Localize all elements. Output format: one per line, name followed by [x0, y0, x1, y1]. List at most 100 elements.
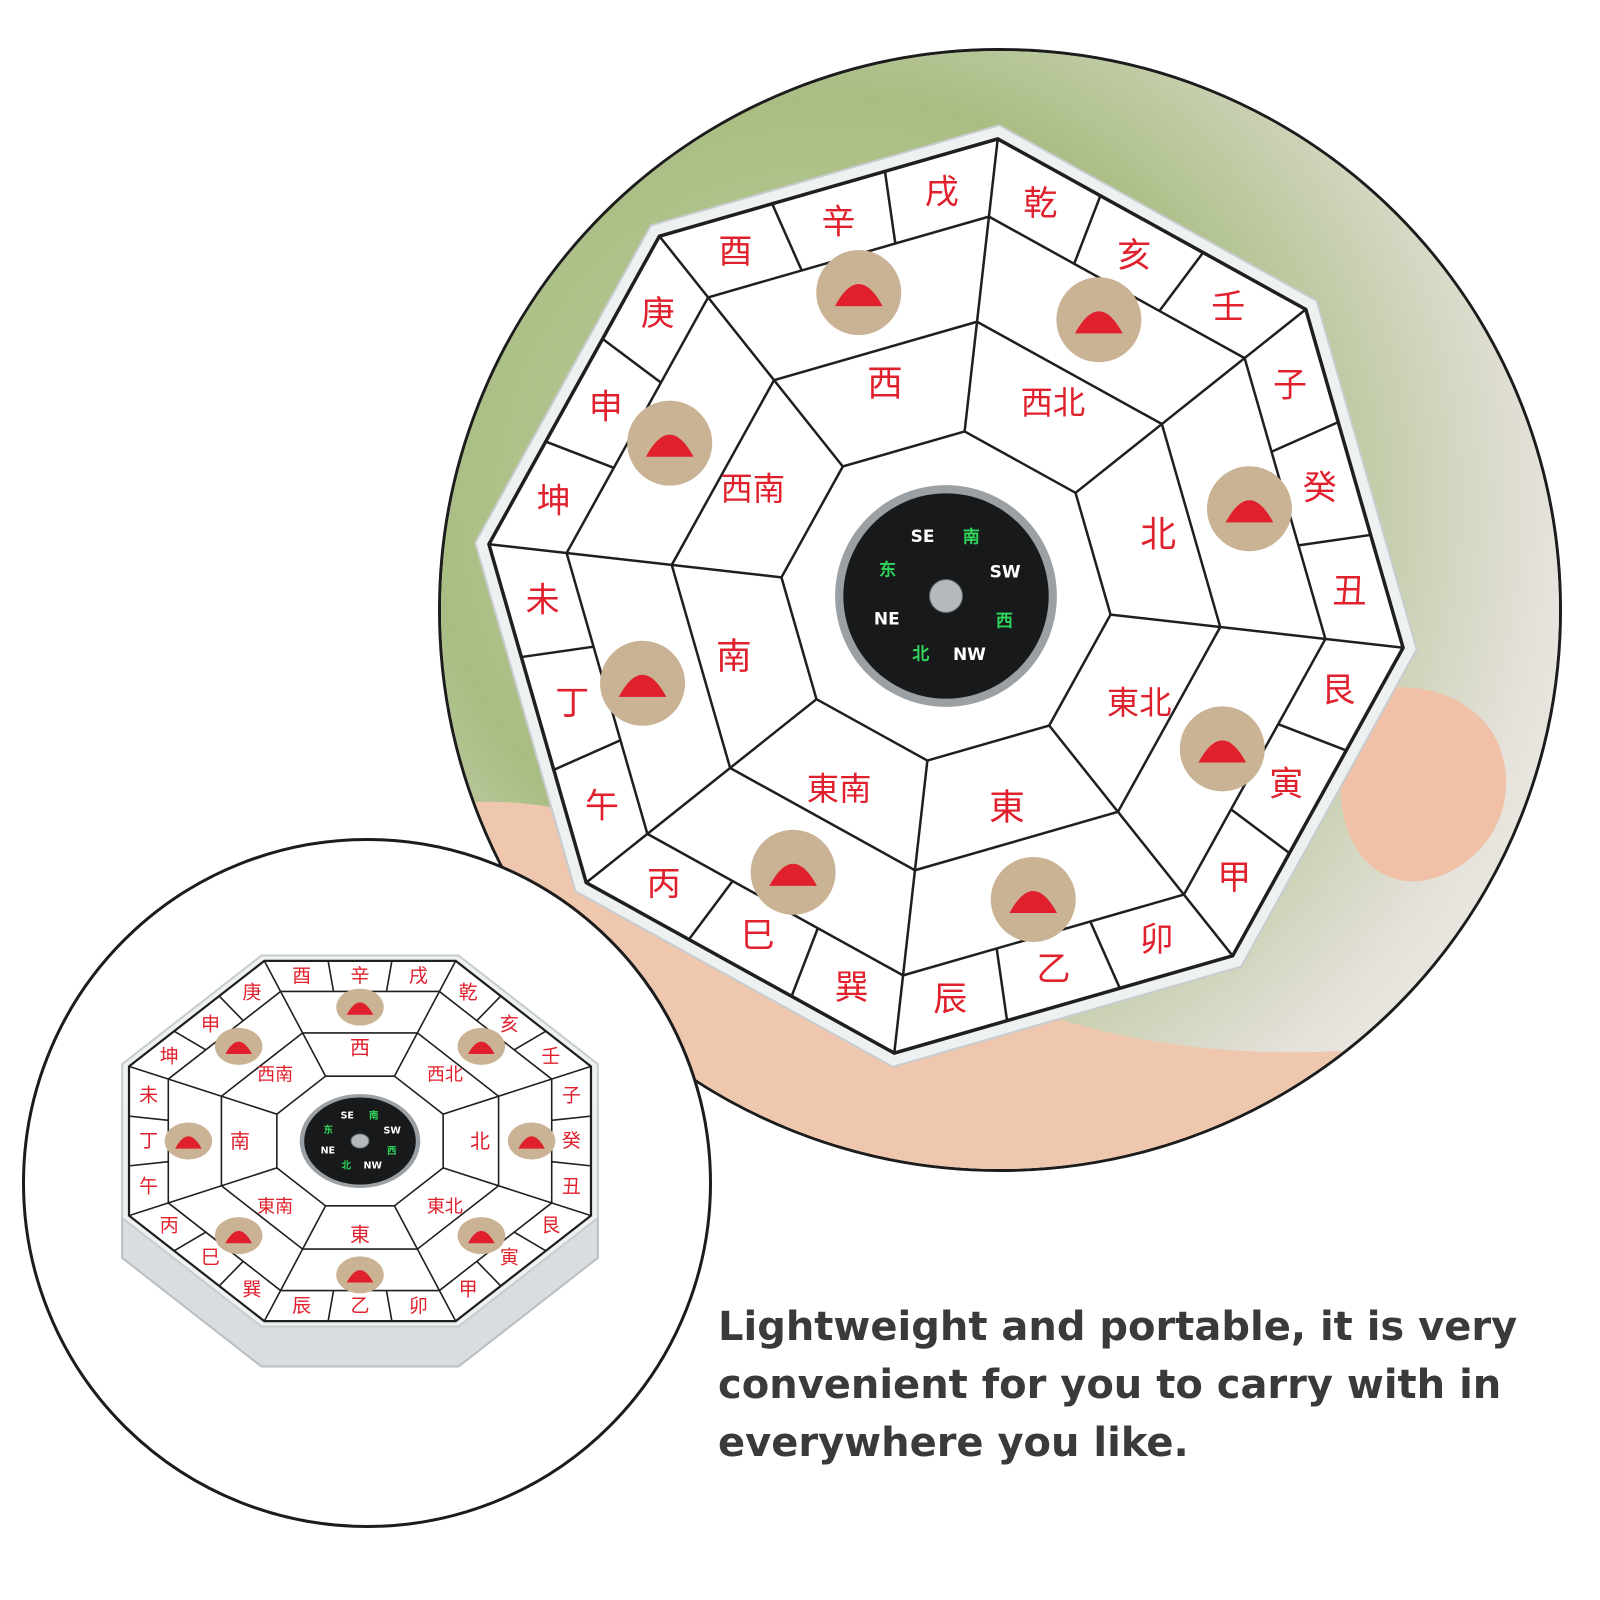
outer-ring-char: 巽	[835, 968, 869, 1008]
direction-label: 西北	[1021, 384, 1086, 422]
thumb	[1341, 687, 1507, 882]
direction-label: 東	[989, 788, 1025, 829]
outer-ring-char: 卯	[1140, 920, 1174, 960]
outer-ring-char: 丙	[160, 1214, 179, 1236]
trigram-symbol-icon	[1225, 500, 1274, 523]
ring-divider	[1072, 195, 1102, 265]
outer-ring-char: 巳	[201, 1247, 220, 1269]
spoke-line	[393, 1205, 457, 1322]
direction-label: 東南	[257, 1197, 293, 1218]
outer-ring-char: 丙	[647, 864, 681, 904]
outer-ring-char: 寅	[500, 1247, 519, 1269]
ring-divider	[513, 1030, 547, 1051]
ring-divider	[218, 995, 244, 1022]
ring-divider	[601, 337, 662, 384]
ring-divider	[476, 1260, 502, 1287]
direction-label: 西	[350, 1035, 370, 1059]
outer-ring-char: 子	[1273, 365, 1307, 405]
ring-divider	[545, 440, 615, 470]
compass-label: SE	[341, 1110, 354, 1121]
spoke-line	[263, 1205, 327, 1322]
outer-ring-char: 午	[139, 1176, 158, 1198]
outer-ring-char: 未	[139, 1084, 158, 1106]
trigram-symbol-icon	[645, 434, 694, 457]
compass-label: NE	[874, 609, 900, 629]
ring-divider	[790, 927, 820, 997]
ring-divider	[1298, 533, 1371, 547]
compass-label: 北	[342, 1159, 352, 1171]
trigram-symbol-icon	[346, 1270, 374, 1283]
outer-ring-char: 乾	[459, 981, 478, 1003]
direction-label: 北	[470, 1129, 490, 1153]
outer-ring-char: 酉	[718, 232, 752, 272]
ring-divider	[995, 948, 1009, 1021]
spoke-line	[488, 543, 782, 579]
outer-ring-char: 坤	[537, 482, 571, 522]
outer-ring-char: 艮	[541, 1214, 560, 1236]
ring-divider	[551, 1115, 592, 1122]
spoke-line	[442, 1167, 592, 1217]
compass-needle-icon	[929, 579, 963, 613]
outer-ring-char: 癸	[562, 1130, 581, 1152]
compass-label: NW	[364, 1161, 383, 1172]
compass-label: 北	[912, 644, 929, 664]
direction-label: 東北	[427, 1197, 463, 1218]
outer-ring-char: 巽	[242, 1279, 261, 1301]
product-caption: Lightweight and portable, it is very con…	[718, 1304, 1518, 1466]
direction-label: 西北	[427, 1064, 463, 1085]
outer-ring-char: 卯	[409, 1295, 428, 1317]
outer-ring-char: 亥	[500, 1013, 519, 1035]
compass-label: 南	[963, 527, 980, 548]
ring-divider	[385, 960, 393, 992]
compass-label: 南	[369, 1110, 379, 1122]
outer-ring-char: 甲	[459, 1279, 478, 1301]
outer-ring-char: 辛	[350, 965, 369, 987]
trigram-symbol-icon	[518, 1136, 545, 1149]
outer-ring-char: 坤	[160, 1046, 179, 1068]
compass-label: 东	[879, 560, 896, 581]
trigram-symbol-icon	[346, 1002, 374, 1015]
trigram-symbol-icon	[175, 1136, 202, 1149]
outer-ring-char: 壬	[1211, 288, 1245, 328]
outer-ring-char: 辛	[822, 202, 856, 242]
outer-ring-char: 乾	[1023, 184, 1057, 224]
trigram-symbol-icon	[1009, 890, 1058, 914]
trigram-symbol-icon	[1198, 740, 1247, 763]
ring-divider	[687, 880, 734, 941]
outer-ring-char: 丁	[139, 1130, 158, 1152]
spoke-line	[1048, 724, 1234, 957]
ring-divider	[128, 1160, 169, 1167]
spoke-line	[442, 1065, 592, 1115]
direction-label: 東	[350, 1223, 370, 1247]
ring-divider	[173, 1030, 207, 1051]
outer-ring-char: 申	[201, 1013, 220, 1035]
compass-label: NW	[953, 645, 986, 665]
spoke-line	[585, 698, 818, 884]
ring-divider	[883, 171, 897, 244]
compass-label: 西	[996, 611, 1013, 631]
ring-divider	[218, 1260, 244, 1287]
direction-label: 北	[1140, 514, 1176, 555]
ring-divider	[551, 1160, 592, 1167]
outer-ring-char: 乙	[1036, 950, 1070, 990]
outer-ring-char: 丑	[562, 1176, 581, 1198]
direction-label: 南	[230, 1129, 250, 1153]
spoke-line	[1110, 613, 1404, 649]
outer-ring-char: 戌	[925, 173, 959, 213]
outer-ring-char: 子	[562, 1084, 581, 1106]
ring-divider	[128, 1115, 169, 1122]
ring-divider	[513, 1231, 547, 1252]
trigram-symbol-icon	[834, 284, 883, 307]
outer-ring-char: 巳	[741, 916, 775, 956]
ring-divider	[327, 1290, 335, 1322]
outer-ring-char: 庚	[242, 981, 261, 1003]
trigram-symbol-icon	[468, 1230, 495, 1244]
outer-ring-char: 丑	[1332, 572, 1366, 612]
outer-ring-char: 庚	[641, 294, 675, 334]
trigram-symbol-icon	[468, 1041, 495, 1054]
compass-label: NE	[321, 1145, 335, 1156]
